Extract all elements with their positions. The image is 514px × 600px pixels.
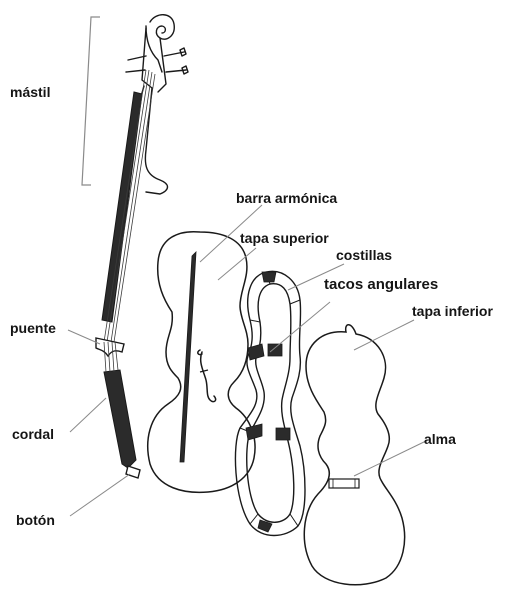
top-plate xyxy=(148,232,255,493)
label-tacos-angulares: tacos angulares xyxy=(324,277,438,293)
sound-post xyxy=(329,479,359,488)
mastil-bracket xyxy=(82,17,100,185)
leader-puente xyxy=(68,330,100,344)
ribs-outer xyxy=(235,271,305,535)
label-alma: alma xyxy=(424,431,456,447)
ribs xyxy=(235,271,305,535)
leader-boton xyxy=(70,474,130,516)
label-tapa-inferior: tapa inferior xyxy=(412,303,493,319)
block-top xyxy=(262,272,276,282)
label-tapa-superior: tapa superior xyxy=(240,230,329,246)
block-lower-right xyxy=(276,428,290,440)
label-puente: puente xyxy=(10,320,56,336)
leader-tapa-inferior xyxy=(354,320,414,350)
label-cordal: cordal xyxy=(12,426,54,442)
back-plate-outline xyxy=(304,325,404,585)
leader-cordal xyxy=(70,398,106,432)
bridge xyxy=(96,338,124,356)
end-button xyxy=(126,466,140,478)
corner-blocks xyxy=(246,272,290,532)
label-barra-armonica: barra armónica xyxy=(236,190,337,206)
neck-heel xyxy=(145,88,167,194)
block-upper-right xyxy=(268,344,282,356)
pegs xyxy=(126,48,188,74)
tailpiece xyxy=(104,370,136,468)
label-costillas: costillas xyxy=(336,247,392,263)
back-plate xyxy=(304,325,404,585)
ribs-inner xyxy=(247,284,294,523)
label-boton: botón xyxy=(16,512,55,528)
label-mastil: mástil xyxy=(10,84,50,100)
